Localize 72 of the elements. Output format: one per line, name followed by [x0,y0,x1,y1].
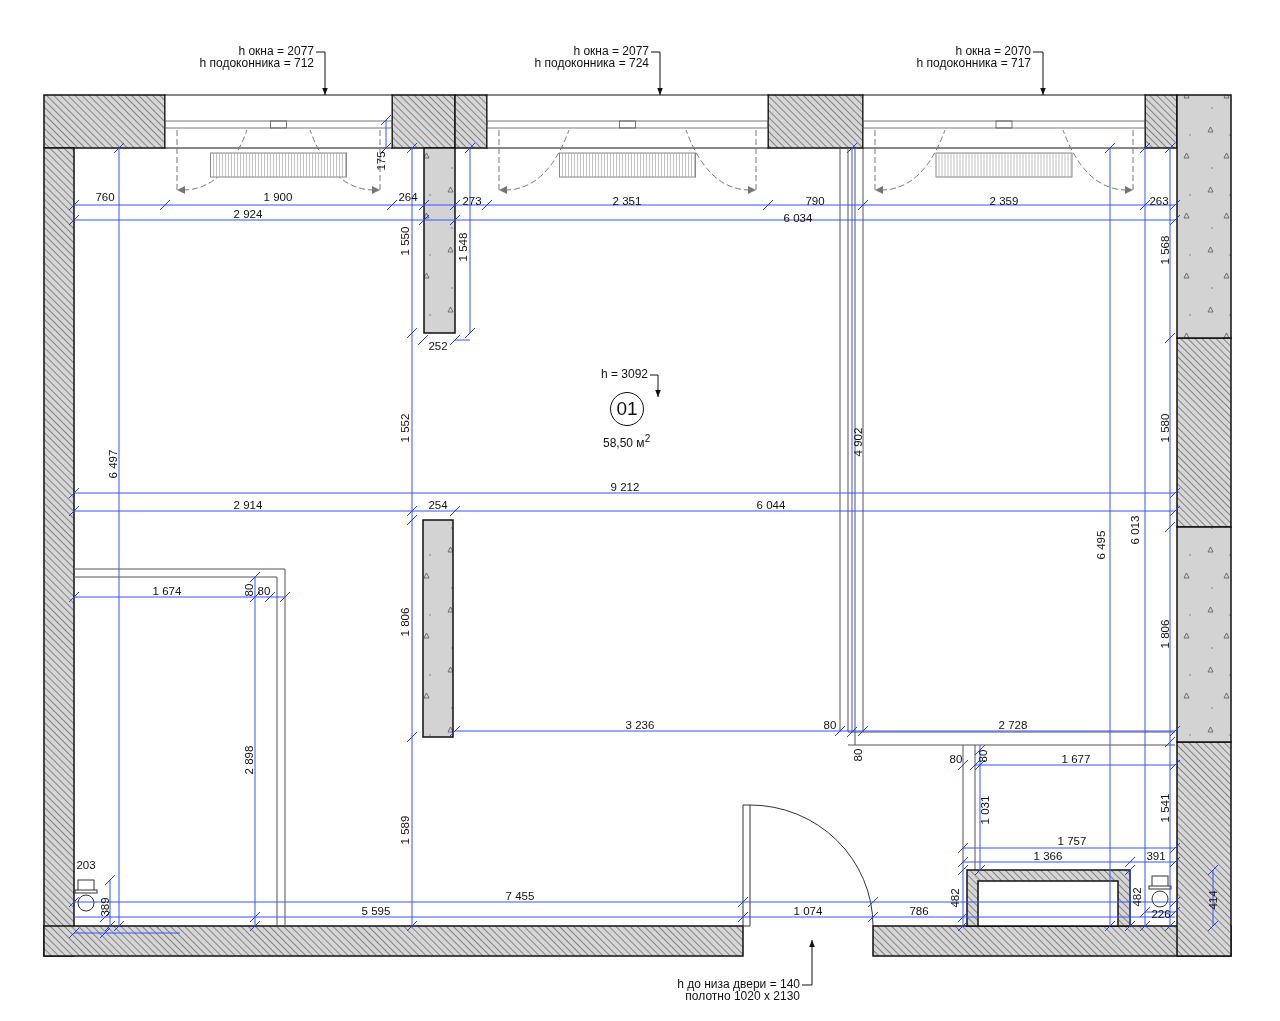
dimension-value: 1 550 [399,226,411,256]
dimension-value: 760 [95,191,115,203]
dimension-value: 6 497 [107,449,119,479]
dimension-value: 80 [949,753,963,765]
callout-text: h окна = 2077 [572,46,649,58]
dimension-value: 264 [398,191,418,203]
dimension-value: 1 548 [457,232,469,262]
callout-text: h подоконника = 724 [534,57,649,69]
dimension-value: 2 351 [612,195,642,207]
callout-text: h окна = 2077 [237,46,314,58]
window-drawing [164,94,393,194]
dimension-value: 482 [949,888,961,908]
dimension-value: 1 806 [1159,619,1171,649]
dimension-value: 2 924 [233,208,263,220]
callout-text: h = 3092 [600,369,648,381]
dimension-value: 273 [462,195,482,207]
dimension-value: 80 [852,748,864,762]
dimension-value: 6 013 [1129,515,1141,545]
dimension-value: 786 [909,905,929,917]
window-drawing [862,94,1146,194]
dimension-value: 1 580 [1159,413,1171,443]
dimension-value: 254 [428,499,448,511]
leader-arrow [801,939,815,986]
dimension-value: 6 034 [783,212,813,224]
callout-text: h до низа двери = 140 [677,979,800,991]
dimension-value: 1 074 [793,905,823,917]
dimension-value: 1 806 [399,607,411,637]
dimension-value: 389 [99,897,111,917]
dimension-value: 2 914 [233,499,263,511]
dimension-value: 2 359 [989,195,1019,207]
leader-arrow [650,51,663,96]
dimension-value: 414 [1207,890,1219,910]
dimension-value: 482 [1131,887,1143,907]
dimension-value: 4 902 [852,427,864,457]
dimension-value: 252 [428,340,448,352]
dimension-value: 1 366 [1033,850,1063,862]
dimension-value: 1 541 [1159,793,1171,823]
dimension-value: 80 [977,749,989,763]
dimension-value: 7 455 [505,890,535,902]
dimension-value: 1 589 [399,815,411,845]
dimension-value: 80 [823,719,837,731]
dimension-value: 3 236 [625,719,655,731]
leader-arrow [1032,51,1046,96]
dimension-value: 1 552 [399,413,411,443]
dimension-value: 1 677 [1061,753,1091,765]
dimension-value: 2 898 [243,745,255,775]
dimension-value: 1 674 [152,585,182,597]
dimension-value: 263 [1149,195,1169,207]
window-drawing [486,94,769,194]
door-drawing [742,804,874,927]
dimension-value: 6 044 [756,499,786,511]
dimension-value: 80 [257,585,271,597]
callout-text: полотно 1020 х 2130 [684,990,800,1002]
dimension-value: 1 900 [263,191,293,203]
callout-text: h подоконника = 712 [199,57,314,69]
dimension-value: 1 031 [979,795,991,825]
dimension-value: 391 [1146,850,1166,862]
dimension-value: 1 568 [1159,235,1171,265]
dimension-value: 226 [1151,908,1171,920]
dimension-value: 5 595 [361,905,391,917]
dimension-value: 2 728 [998,719,1028,731]
leader-arrow [315,51,328,96]
callout-text: h окна = 2070 [954,46,1031,58]
dimension-value: 9 212 [610,481,640,493]
leader-arrow [649,374,661,398]
dimension-value: 203 [76,859,96,871]
dimension-value: 6 495 [1095,530,1107,560]
dimension-value: 790 [805,195,825,207]
room-area: 58,50 м$^{2}$ [603,433,651,450]
dimension-value: 80 [243,583,255,597]
dimension-value: 1 757 [1057,835,1087,847]
callout-text: h подоконника = 717 [916,57,1031,69]
